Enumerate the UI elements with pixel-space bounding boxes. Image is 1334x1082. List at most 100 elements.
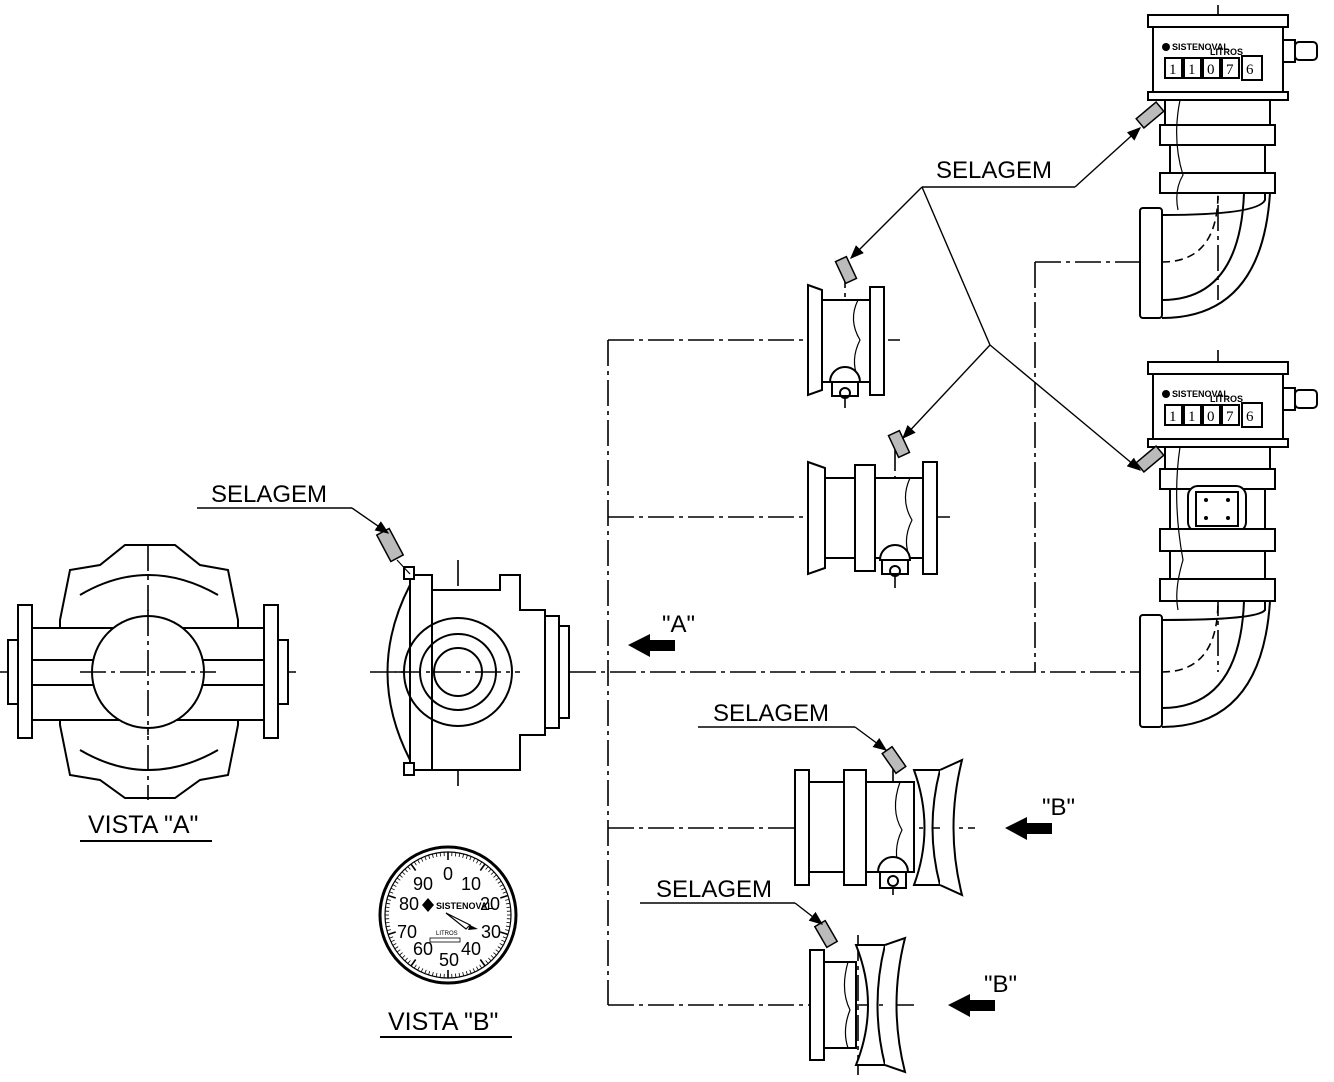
dial-tick — [399, 952, 403, 956]
counter-bottom-digit: 6 — [1246, 409, 1254, 425]
dial-tick — [469, 856, 472, 861]
dial-tick — [392, 943, 397, 946]
dial-tick — [479, 959, 486, 967]
dial-tick — [493, 952, 497, 956]
dial-tick — [394, 946, 399, 950]
view-b-arrow-1 — [1005, 817, 1052, 840]
dial-tick — [458, 972, 461, 977]
dial-label-60: 60 — [413, 939, 433, 959]
dial-tick — [502, 936, 507, 939]
dial-tick — [396, 949, 401, 953]
dial-tick — [500, 894, 509, 899]
dial-label-0: 0 — [443, 864, 453, 884]
dial-tick — [502, 891, 507, 894]
dial-tick — [485, 960, 489, 964]
dial-tick — [506, 906, 511, 909]
dial-label-80: 80 — [399, 894, 419, 914]
dial-tick — [392, 884, 397, 887]
view-b-arrow-2 — [948, 994, 995, 1017]
dial-tick — [386, 898, 391, 901]
dial-tick — [479, 863, 486, 871]
counter-meter-bottom: SISTENOVAL LITROS 1 1 0 7 6 — [1135, 350, 1318, 728]
dial-tick — [407, 960, 411, 964]
dial-tick — [495, 949, 500, 953]
counter-top-brand: SISTENOVAL — [1172, 42, 1229, 52]
dial-tick — [424, 969, 427, 974]
counter-bottom-brand: SISTENOVAL — [1172, 389, 1229, 399]
dial-tick — [387, 931, 396, 936]
dial-tick — [428, 970, 431, 976]
dial-tick — [413, 964, 417, 969]
dial-gauge: 0 10 20 30 40 50 60 70 80 90 SISTENOVAL … — [378, 845, 518, 985]
dial-tick — [458, 853, 461, 858]
dial-tick — [495, 877, 500, 881]
counter-bottom-digit: 1 — [1169, 409, 1177, 425]
dial-tick — [431, 972, 434, 977]
dial-tick — [386, 929, 391, 932]
dial-tick — [505, 898, 510, 901]
meter-side-view — [370, 560, 1150, 790]
dial-tick — [469, 969, 472, 974]
dial-tick — [497, 880, 502, 884]
dial-label-40: 40 — [461, 939, 481, 959]
counter-bottom-unit: LITROS — [1210, 394, 1243, 404]
counter-bottom-digit: 0 — [1207, 409, 1215, 425]
dial-tick — [420, 857, 424, 862]
dial-tick — [454, 973, 457, 978]
dial-tick — [465, 970, 468, 976]
dial-tick — [485, 866, 489, 870]
counter-top-unit: LITROS — [1210, 47, 1243, 57]
dial-tick — [407, 866, 411, 870]
arrow-b-label-1: "B" — [1042, 794, 1075, 821]
dial-tick — [472, 857, 476, 862]
sealing-label-4: SELAGEM — [656, 876, 772, 903]
dial-tick — [390, 939, 395, 943]
dial-tick — [435, 853, 438, 858]
dial-label-90: 90 — [413, 874, 433, 894]
dial-tick — [465, 854, 468, 860]
dial-tick — [417, 859, 420, 864]
dial-tick — [505, 925, 510, 928]
dial-tick — [490, 871, 495, 875]
dial-tick — [387, 894, 396, 899]
dial-label-30: 30 — [481, 922, 501, 942]
arrow-a-label: "A" — [662, 611, 695, 638]
dial-label-70: 70 — [397, 922, 417, 942]
view-a-label: VISTA "A" — [88, 811, 198, 839]
dial-tick — [401, 955, 406, 959]
dial-tick — [476, 966, 479, 971]
dial-tick — [501, 939, 506, 943]
sealing-label-3: SELAGEM — [713, 700, 829, 727]
meter-small-3 — [794, 745, 964, 897]
counter-bottom-digit: 7 — [1226, 409, 1234, 425]
dial-tick — [401, 871, 406, 875]
view-b-label: VISTA "B" — [388, 1008, 498, 1036]
dial-label-50: 50 — [439, 950, 459, 970]
dial-tick — [417, 966, 420, 971]
view-a-arrow — [628, 634, 675, 657]
dial-tick — [394, 880, 399, 884]
dial-tick — [462, 972, 465, 977]
dial-tick — [431, 853, 434, 858]
dial-label-10: 10 — [461, 874, 481, 894]
dial-tick — [488, 868, 492, 873]
dial-unit: LITROS — [436, 931, 458, 937]
dial-tick — [499, 943, 504, 946]
dial-tick — [385, 921, 390, 924]
meter-small-2 — [807, 429, 938, 588]
counter-top-digit: 1 — [1188, 62, 1196, 78]
dial-tick — [472, 968, 476, 973]
dial-tick — [410, 959, 417, 967]
dial-tick — [389, 936, 394, 939]
dial-label-20: 20 — [480, 894, 500, 914]
dial-tick — [506, 921, 511, 924]
dial-tick — [500, 931, 509, 936]
dial-tick — [410, 863, 417, 871]
dial-tick — [404, 868, 408, 873]
dial-tick — [424, 856, 427, 861]
dial-tick — [413, 861, 417, 866]
dial-tick — [435, 972, 438, 977]
dial-brand: SISTENOVAL — [436, 901, 493, 911]
dial-tick — [488, 957, 492, 962]
